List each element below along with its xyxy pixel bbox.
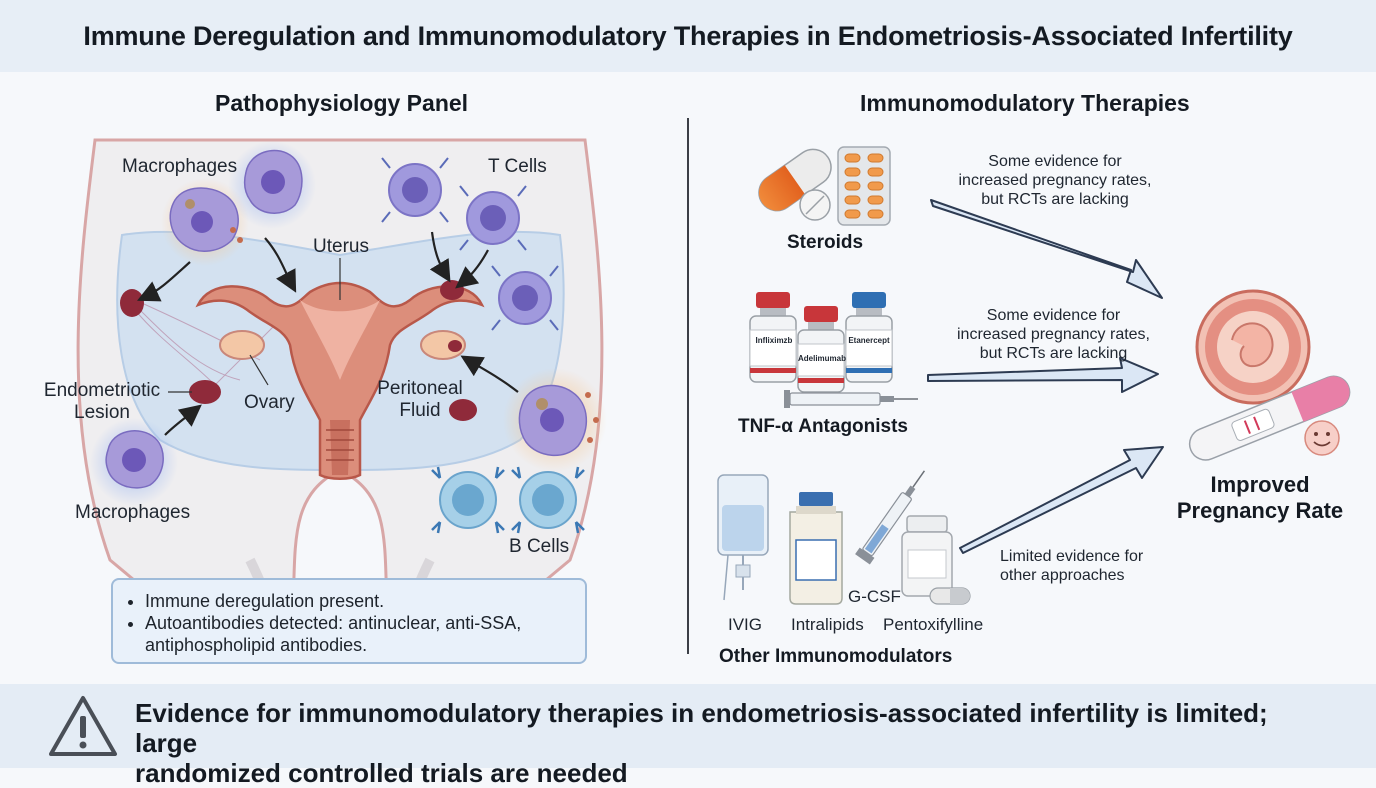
label-peritoneal-fluid: Peritoneal Fluid (377, 378, 463, 421)
vial-icon (845, 292, 893, 383)
uterus (195, 281, 485, 480)
right-ovary (420, 330, 466, 360)
endometriotic-lesions (120, 280, 477, 421)
pregnancy-test-icon (1188, 375, 1351, 461)
left-ovary (219, 330, 265, 360)
leader-lines (168, 258, 341, 393)
syringe-icon (784, 390, 918, 408)
macrophage-cell-top-right (228, 141, 316, 229)
macrophage-cell-bottom-left (90, 418, 178, 506)
cell-migration-arrows (137, 231, 519, 436)
g-csf-label: G-CSF (848, 587, 901, 606)
steroids-evidence-text: Some evidence for increased pregnancy ra… (958, 153, 1152, 208)
footer-bar: Evidence for immunomodulatory therapies … (0, 684, 1376, 788)
findings-info-box: Immune deregulation present. Autoantibod… (111, 578, 587, 664)
header-bar: Immune Deregulation and Immunomodulatory… (0, 0, 1376, 72)
finding-bullet: Immune deregulation present. (145, 590, 571, 612)
macrophage-cell-top-left (161, 178, 249, 266)
other-immunomodulators-label: Other Immunomodulators (719, 646, 953, 667)
label-macrophages-bottom: Macrophages (75, 502, 191, 523)
label-endometriotic-lesion: Endometriotic Lesion (43, 380, 161, 423)
panel-divider (687, 118, 689, 654)
vial-icon (797, 306, 845, 393)
finding-bullet: Autoantibodies detected: antinuclear, an… (145, 612, 571, 656)
steroid-pill-icon (799, 189, 831, 221)
embryo-in-uterus-icon (1195, 289, 1311, 405)
g-csf-syringe-icon (855, 470, 926, 565)
smiley-face-icon (1304, 420, 1340, 456)
macrophage-cell-right (503, 368, 607, 472)
iv-bag-icon (717, 474, 769, 601)
page-title: Immune Deregulation and Immunomodulatory… (83, 20, 1293, 51)
t-cell-2 (459, 185, 527, 251)
pentoxifylline-bottle-icon (901, 515, 971, 605)
therapies-illustration (717, 146, 1351, 605)
tnf-antagonists-label: TNF-α Antagonists (738, 416, 908, 437)
intralipids-label: Intralipids (791, 615, 864, 634)
outcome-label: Improved Pregnancy Rate (1176, 472, 1344, 523)
arrow-tnf-outcome (927, 357, 1159, 393)
vial-label-infliximab: Infliximzb (755, 336, 793, 345)
blister-pack-icon (837, 146, 891, 226)
intralipid-bottle-icon (789, 492, 843, 605)
label-uterus: Uterus (313, 236, 369, 257)
warning-icon (49, 696, 117, 756)
ivig-label: IVIG (728, 615, 763, 634)
arrow-steroids-outcome (930, 199, 1163, 299)
steroids-label: Steroids (787, 232, 864, 253)
vial-label-adalimumab: Adelimumab (798, 354, 847, 363)
b-cell-1 (431, 466, 505, 534)
b-cell-2 (511, 466, 585, 534)
therapies-panel-title: Immunomodulatory Therapies (860, 90, 1190, 116)
label-b-cells: B Cells (509, 536, 570, 557)
t-cell-1 (381, 157, 449, 223)
label-t-cells: T Cells (488, 156, 547, 177)
t-cell-3 (491, 265, 559, 331)
footer-message: Evidence for immunomodulatory therapies … (135, 698, 1268, 788)
label-macrophages-top: Macrophages (122, 156, 238, 177)
other-evidence-text: Limited evidence for other approaches (1000, 548, 1144, 584)
evidence-arrows (927, 199, 1164, 554)
label-ovary: Ovary (244, 392, 295, 413)
vial-icon (749, 292, 797, 383)
pentoxifylline-label: Pentoxifylline (883, 615, 984, 634)
tnf-evidence-text: Some evidence for increased pregnancy ra… (957, 307, 1150, 362)
vial-label-etanercept: Etanercept (848, 336, 890, 345)
pathophysiology-panel-title: Pathophysiology Panel (215, 90, 469, 116)
arrow-other-outcome (959, 446, 1164, 554)
